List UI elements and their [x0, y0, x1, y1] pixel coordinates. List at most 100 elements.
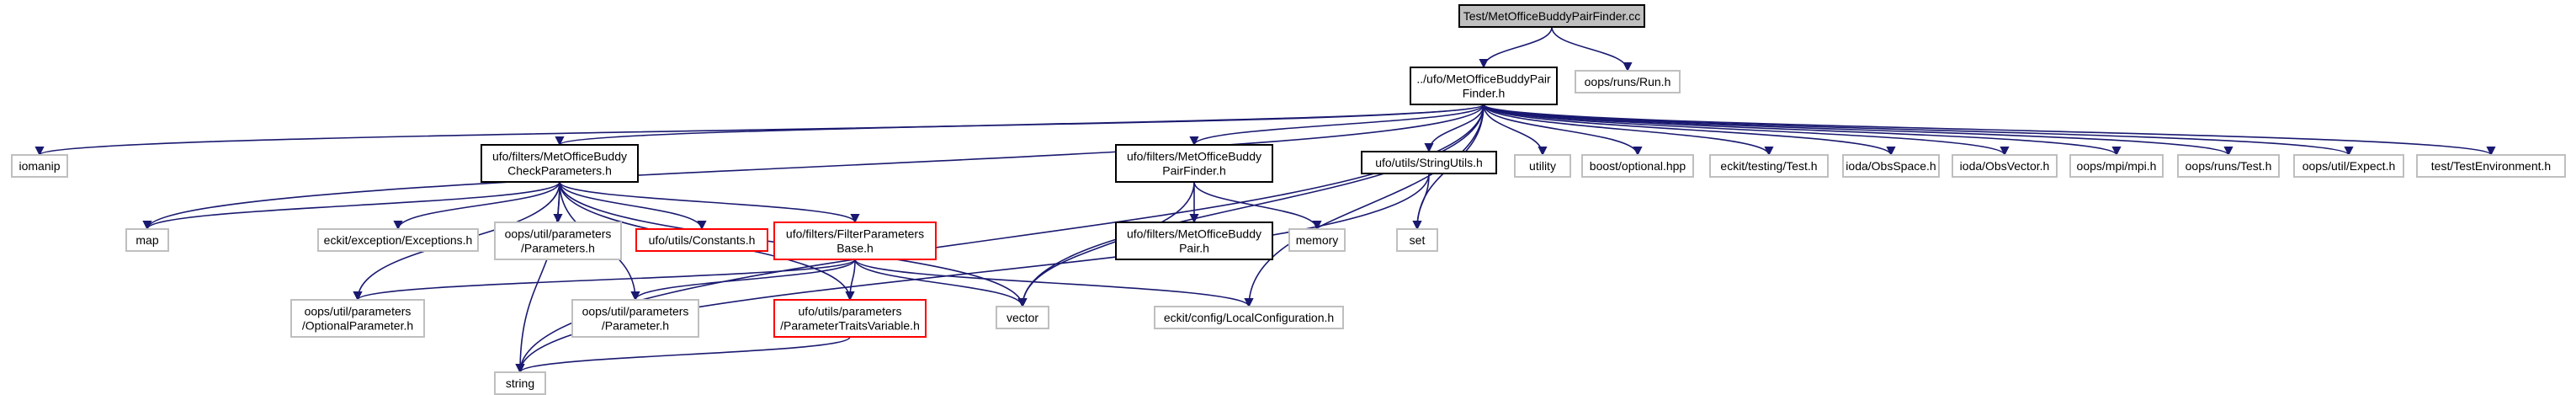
node-params_h[interactable]: oops/util/parameters/Parameters.h	[494, 222, 622, 260]
node-vector[interactable]: vector	[996, 306, 1049, 329]
node-label-line: /OptionalParameter.h	[302, 319, 413, 333]
node-mobcp_h[interactable]: ufo/filters/MetOfficeBuddyCheckParameter…	[481, 144, 639, 183]
edge-root-to-mobpf_h	[1479, 26, 1553, 69]
edge-mobpf_h-to-map	[142, 104, 1485, 231]
node-label-line: Finder.h	[1463, 87, 1506, 100]
edge-mobpf_h-to-testing_test_h	[1483, 104, 1774, 157]
node-stringutils_h[interactable]: ufo/utils/StringUtils.h	[1361, 151, 1497, 174]
node-runs_test_h[interactable]: oops/runs/Test.h	[2177, 154, 2280, 178]
node-label-line: vector	[1006, 311, 1038, 324]
node-label-line: oops/mpi/mpi.h	[2077, 159, 2157, 173]
node-label-line: /Parameters.h	[521, 242, 595, 255]
node-label-line: ufo/utils/parameters	[799, 305, 902, 318]
node-box	[1288, 228, 1346, 252]
edge-mobcp_h-to-exceptions_h	[393, 181, 560, 231]
node-box	[2293, 154, 2404, 178]
node-box	[481, 144, 639, 183]
node-exceptions_h[interactable]: eckit/exception/Exceptions.h	[317, 228, 479, 252]
node-label-line: ufo/filters/MetOfficeBuddy	[1127, 150, 1261, 163]
node-label-line: iomanip	[19, 159, 60, 173]
node-map[interactable]: map	[125, 228, 169, 252]
node-expect_h[interactable]: oops/util/Expect.h	[2293, 154, 2404, 178]
edge-fpbase_h-to-param_h	[630, 259, 856, 302]
node-label-line: oops/util/parameters	[582, 305, 689, 318]
node-optional_hpp[interactable]: boost/optional.hpp	[1581, 154, 1694, 178]
node-box	[2177, 154, 2280, 178]
node-label-line: ioda/ObsVector.h	[1960, 159, 2050, 173]
node-label-line: /Parameter.h	[602, 319, 669, 333]
node-box	[1458, 4, 1645, 28]
node-label-line: oops/util/Expect.h	[2302, 159, 2396, 173]
edge-mobpf_h-to-obsspace_h	[1483, 104, 1896, 157]
edge-mobpf_h-to-obsvector_h	[1483, 104, 2010, 157]
edge-mobpf_h-to-optional_hpp	[1483, 104, 1643, 157]
node-box	[125, 228, 169, 252]
node-label-line: eckit/exception/Exceptions.h	[324, 233, 473, 247]
node-set[interactable]: set	[1396, 228, 1438, 252]
node-box	[1396, 228, 1438, 252]
node-box	[494, 222, 622, 260]
node-mobpair_h[interactable]: ufo/filters/MetOfficeBuddyPair.h	[1115, 222, 1273, 260]
node-root: Test/MetOfficeBuddyPairFinder.cc	[1458, 4, 1645, 28]
node-label-line: PairFinder.h	[1162, 164, 1225, 178]
edge-mobpf_h-to-stringutils_h	[1424, 104, 1485, 153]
node-label-line: ufo/filters/MetOfficeBuddy	[492, 150, 627, 163]
node-box	[1842, 154, 1940, 178]
node-box	[1952, 154, 2058, 178]
node-memory[interactable]: memory	[1288, 228, 1346, 252]
node-box	[290, 299, 425, 338]
node-label-line: ioda/ObsSpace.h	[1846, 159, 1936, 173]
edge-filt_mobpf_h-to-vector	[1017, 181, 1195, 308]
node-label-line: boost/optional.hpp	[1590, 159, 1686, 173]
node-obsvector_h[interactable]: ioda/ObsVector.h	[1952, 154, 2058, 178]
node-box	[1514, 154, 1571, 178]
node-box	[11, 154, 68, 178]
node-label-line: ufo/filters/FilterParameters	[786, 227, 924, 241]
node-label-line: test/TestEnvironment.h	[2431, 159, 2551, 173]
node-localconf_h[interactable]: eckit/config/LocalConfiguration.h	[1154, 306, 1344, 329]
node-run_h[interactable]: oops/runs/Run.h	[1575, 70, 1681, 93]
node-constants_h[interactable]: ufo/utils/Constants.h	[635, 228, 768, 252]
node-label-line: CheckParameters.h	[507, 164, 612, 178]
edge-fpbase_h-to-optparam_h	[353, 259, 856, 302]
node-string[interactable]: string	[494, 371, 546, 395]
node-box	[773, 222, 937, 260]
node-ptv_h[interactable]: ufo/utils/parameters/ParameterTraitsVari…	[773, 299, 927, 338]
edge-mobpf_h-to-mobcp_h	[555, 104, 1485, 147]
node-optparam_h[interactable]: oops/util/parameters/OptionalParameter.h	[290, 299, 425, 338]
node-box	[1581, 154, 1694, 178]
node-label-line: oops/util/parameters	[305, 305, 412, 318]
node-label-line: map	[135, 233, 158, 247]
node-label-line: Pair.h	[1179, 242, 1209, 255]
node-label-line: string	[506, 376, 534, 390]
node-box	[1115, 144, 1273, 183]
edge-mobcp_h-to-constants_h	[559, 181, 707, 231]
node-label-line: Base.h	[837, 242, 874, 255]
node-box	[494, 371, 546, 395]
edge-mobcp_h-to-map	[142, 181, 560, 231]
node-label-line: Test/MetOfficeBuddyPairFinder.cc	[1463, 9, 1641, 23]
node-param_h[interactable]: oops/util/parameters/Parameter.h	[571, 299, 699, 338]
node-box	[2069, 154, 2164, 178]
edge-filt_mobpf_h-to-memory	[1193, 181, 1322, 231]
node-filt_mobpf_h[interactable]: ufo/filters/MetOfficeBuddyPairFinder.h	[1115, 144, 1273, 183]
node-obsspace_h[interactable]: ioda/ObsSpace.h	[1842, 154, 1940, 178]
node-iomanip[interactable]: iomanip	[11, 154, 68, 178]
node-label-line: utility	[1529, 159, 1556, 173]
node-box	[571, 299, 699, 338]
node-mpi_h[interactable]: oops/mpi/mpi.h	[2069, 154, 2164, 178]
node-label-line: ../ufo/MetOfficeBuddyPair	[1416, 72, 1551, 86]
node-utility[interactable]: utility	[1514, 154, 1571, 178]
node-mobpf_h[interactable]: ../ufo/MetOfficeBuddyPairFinder.h	[1410, 67, 1558, 105]
node-label-line: ufo/utils/StringUtils.h	[1375, 156, 1483, 169]
edge-mobcp_h-to-fpbase_h	[559, 181, 860, 224]
node-box	[635, 228, 768, 252]
node-label-line: eckit/config/LocalConfiguration.h	[1164, 311, 1334, 324]
edge-ptv_h-to-string	[515, 336, 851, 374]
node-box	[1115, 222, 1273, 260]
edge-mobpf_h-to-filt_mobpf_h	[1189, 104, 1485, 147]
node-testing_test_h[interactable]: eckit/testing/Test.h	[1709, 154, 1829, 178]
node-testenv_h[interactable]: test/TestEnvironment.h	[2416, 154, 2566, 178]
